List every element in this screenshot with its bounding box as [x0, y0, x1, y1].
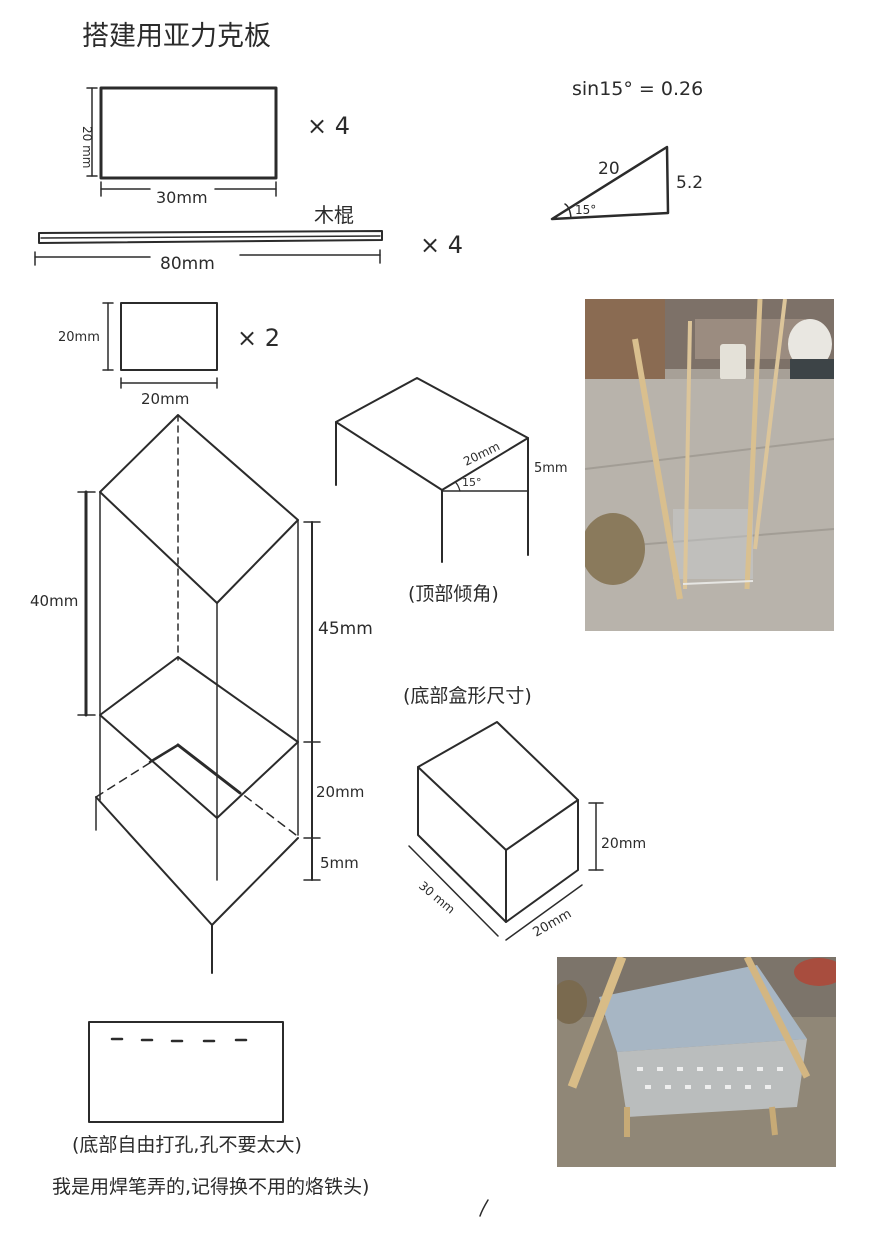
- roof-rise-label: 5mm: [534, 461, 568, 476]
- box-width: 20mm: [531, 907, 575, 941]
- triangle-hyp-label: 20: [598, 159, 620, 179]
- title: 搭建用亚力克板: [82, 21, 271, 52]
- stick-qty: × 4: [420, 231, 463, 259]
- roof-caption: (顶部倾角): [408, 583, 499, 605]
- panel-a-width: 30mm: [156, 188, 208, 207]
- bottom-box-sketch: (底部盒形尺寸) 20mm 30 mm 20mm: [403, 685, 646, 941]
- box-depth: 30 mm: [416, 879, 458, 917]
- perforated-base-plate: [88, 1021, 284, 1123]
- panel-a-height: 20 mm: [80, 126, 94, 168]
- angle-triangle: 20 5.2 15°: [550, 145, 703, 221]
- stick-length: 80mm: [160, 254, 215, 274]
- panel-a-qty: × 4: [307, 112, 350, 140]
- sin-formula: sin15° = 0.26: [572, 78, 703, 100]
- roof-tilt-sketch: 20mm 15° 5mm (顶部倾角): [335, 377, 568, 605]
- box-caption: (底部盒形尺寸): [403, 685, 532, 707]
- triangle-angle-label: 15°: [575, 203, 596, 217]
- panel-a: 20 mm 30mm × 4: [80, 86, 350, 207]
- note-line-1: (底部自由打孔,孔不要太大): [72, 1134, 302, 1156]
- tall-right-height: 45mm: [318, 619, 373, 639]
- roof-angle-label: 15°: [462, 476, 482, 489]
- photo-assembled-frame: [585, 299, 834, 631]
- box-height: 20mm: [601, 836, 646, 852]
- photo-perforated-box: [557, 957, 836, 1167]
- panel-b-height: 20mm: [58, 330, 100, 345]
- panel-b-qty: × 2: [237, 324, 280, 352]
- wood-stick: 木棍 80mm × 4: [34, 203, 463, 274]
- panel-b: 20mm 20mm × 2: [58, 302, 280, 408]
- note-line-2: 我是用焊笔弄的,记得换不用的烙铁头): [52, 1176, 369, 1198]
- tall-mid-height: 20mm: [316, 783, 364, 801]
- tall-enclosure-sketch: 40mm 45mm 20mm 5mm: [30, 414, 373, 974]
- roof-slope-label: 20mm: [461, 439, 502, 469]
- triangle-opp-label: 5.2: [676, 173, 703, 193]
- tall-bot-height: 5mm: [320, 854, 359, 872]
- stick-label: 木棍: [314, 203, 354, 227]
- tall-left-height: 40mm: [30, 592, 78, 610]
- panel-b-width: 20mm: [141, 390, 189, 408]
